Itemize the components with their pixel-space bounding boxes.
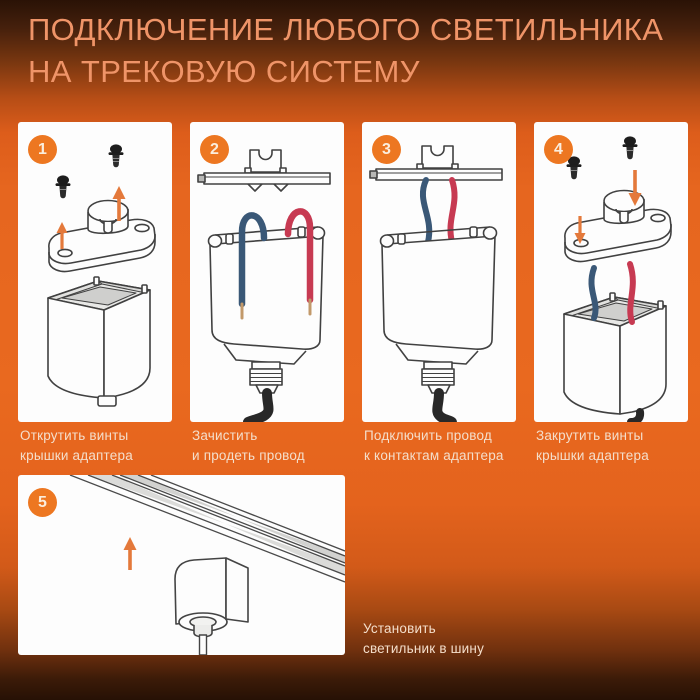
adapter-cover-plate: [564, 189, 672, 263]
step-caption-2: Зачистить и продеть провод: [192, 426, 367, 465]
page-title-line2: НА ТРЕКОВУЮ СИСТЕМУ: [28, 54, 420, 89]
mount-luminaire-to-track-illustration: [69, 475, 345, 655]
step-caption-3: Подключить провод к контактам адаптера: [364, 426, 539, 465]
caption-line: крышки адаптера: [536, 447, 649, 463]
adapter-housing-open: [563, 292, 667, 415]
screw-icon: [566, 136, 638, 180]
caption-line: Зачистить: [192, 428, 258, 443]
blue-wire: [419, 177, 433, 245]
track-rail: [69, 475, 345, 583]
step-card-1: 1: [18, 122, 172, 422]
power-cable: [432, 388, 457, 422]
step-caption-4: Закрутить винты крышки адаптера: [536, 426, 700, 465]
power-cable: [627, 408, 645, 422]
step-number-badge-3: 3: [372, 135, 401, 164]
step-caption-1: Открутить винты крышки адаптера: [20, 426, 195, 465]
caption-line: светильник в шину: [363, 640, 485, 656]
step-card-3: 3: [362, 122, 516, 422]
adapter-cover-unscrew-illustration: [47, 144, 156, 407]
power-cable: [243, 388, 274, 422]
caption-line: и продеть провод: [192, 447, 305, 463]
adapter-cover-plate: [48, 199, 156, 273]
arrow-down-icon: [574, 170, 642, 244]
caption-line: Подключить провод: [364, 428, 492, 443]
step-number-badge-2: 2: [200, 135, 229, 164]
screw-icon: [55, 144, 124, 199]
caption-line: Установить: [363, 621, 436, 636]
arrow-up-icon: [123, 537, 137, 570]
page-title-line1: ПОДКЛЮЧЕНИЕ ЛЮБОГО СВЕТИЛЬНИКА: [28, 12, 664, 47]
track-profile: [197, 149, 331, 192]
step-number-badge-1: 1: [28, 135, 57, 164]
step-card-4: 4: [534, 122, 688, 422]
red-wire: [284, 208, 314, 316]
red-wire: [447, 177, 458, 245]
adapter-cup: [207, 226, 326, 394]
adapter-cover-screw-illustration: [563, 136, 672, 422]
adapter-cup: [379, 226, 498, 394]
red-wire: [627, 261, 636, 325]
page-title: ПОДКЛЮЧЕНИЕ ЛЮБОГО СВЕТИЛЬНИКА НА ТРЕКОВ…: [28, 9, 688, 93]
caption-line: Открутить винты: [20, 428, 129, 443]
step-caption-5: Установить светильник в шину: [363, 619, 538, 658]
caption-line: к контактам адаптера: [364, 447, 504, 463]
track-profile: [369, 145, 503, 181]
arrow-up-icon: [56, 186, 126, 249]
step-number-badge-4: 4: [544, 135, 573, 164]
step-card-5: 5: [18, 475, 345, 655]
caption-line: Закрутить винты: [536, 428, 644, 443]
blue-wire: [588, 265, 599, 321]
adapter-housing-open: [47, 276, 151, 407]
connect-wire-to-contacts-illustration: [369, 145, 503, 422]
step-card-2: 2: [190, 122, 344, 422]
caption-line: крышки адаптера: [20, 447, 133, 463]
strip-and-thread-wire-illustration: [197, 149, 331, 422]
track-adapter: [174, 557, 249, 655]
step-number-badge-5: 5: [28, 488, 57, 517]
blue-wire: [238, 212, 268, 320]
